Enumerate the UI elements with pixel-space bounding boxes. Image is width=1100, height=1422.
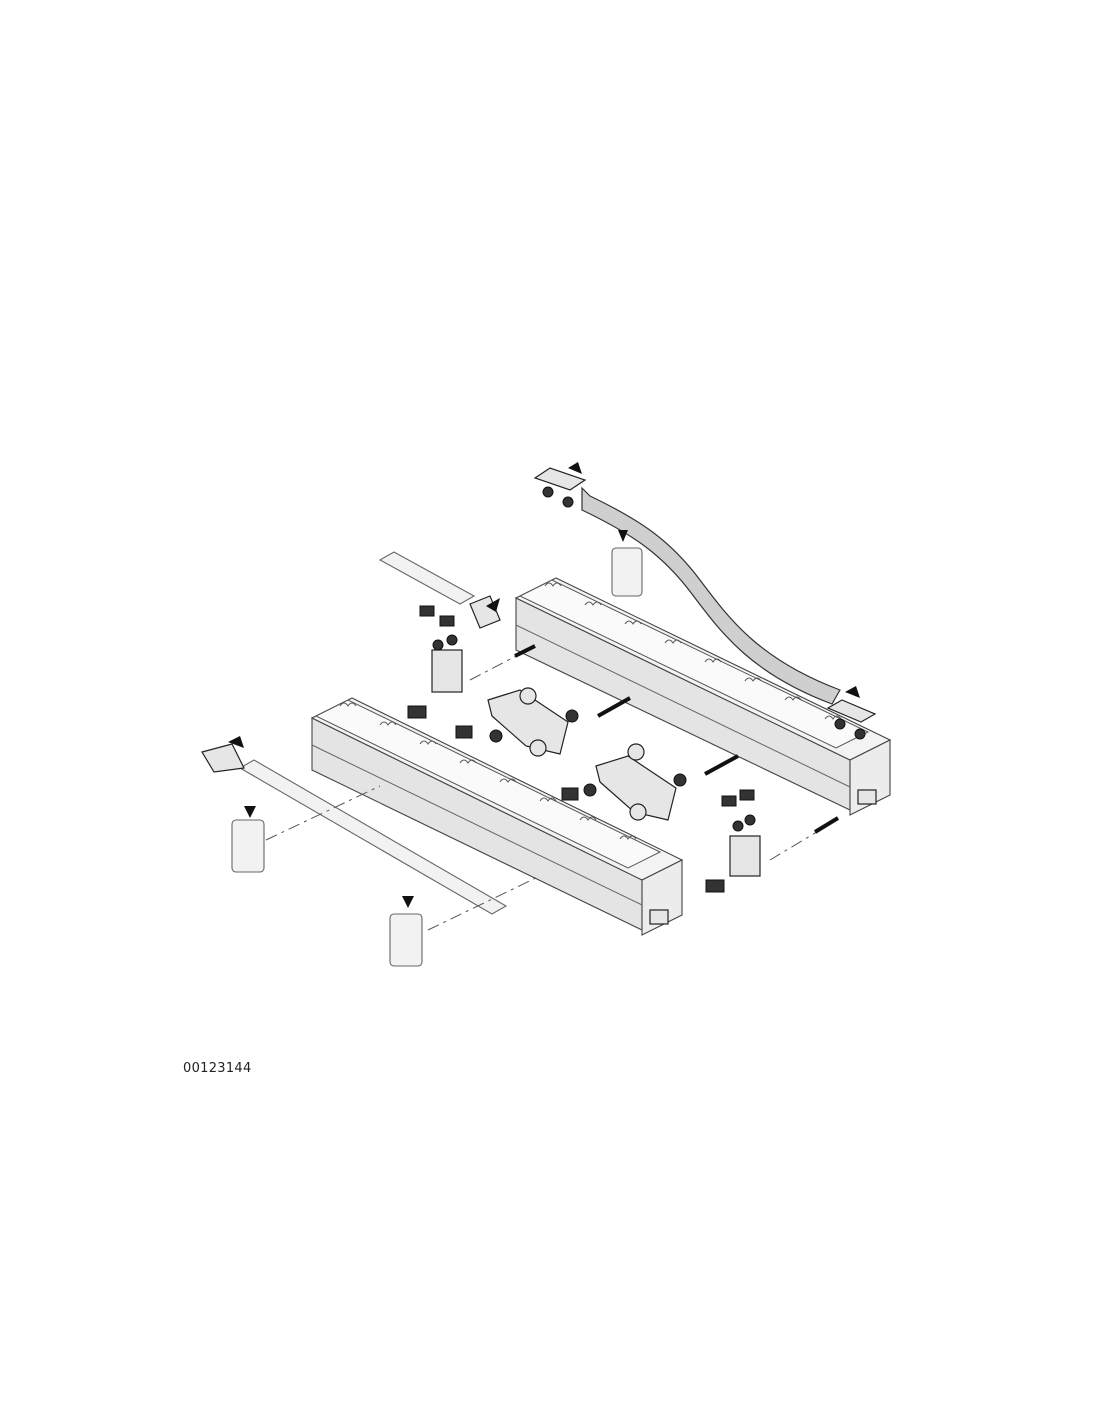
curved-guide-rail-body [581, 486, 841, 705]
connector-tnut-1 [455, 725, 473, 739]
conveyor-section-left [310, 697, 684, 936]
screw-top-1 [542, 486, 554, 498]
bracket-assembly-upper-left [407, 634, 536, 719]
end-cap-top [611, 547, 643, 597]
bracket-lower-right [729, 835, 761, 877]
end-cap-lower-1 [231, 819, 265, 873]
connector-tnut-2 [561, 787, 579, 801]
connector-screw-2b [673, 773, 687, 787]
bracket-assembly-lower-right [705, 789, 840, 893]
nut-lower-2 [739, 789, 755, 801]
rail-end-slot-right [857, 789, 877, 805]
dash-line-upper [469, 653, 521, 681]
conveyor-chain-right [518, 579, 870, 749]
light-guide-rail-upper [378, 551, 501, 629]
drawing-id: 00123144 [183, 1061, 252, 1076]
arrow-guide-clip-lower [228, 736, 244, 748]
screw-bracket-upper-2 [446, 634, 458, 646]
light-guide-upper-body [378, 551, 476, 605]
screw-right-2 [854, 728, 866, 740]
arrow-top-clamp [568, 462, 582, 474]
screw-bracket-lower-1 [732, 820, 744, 832]
chain-band-left [314, 699, 662, 869]
rail-groove-right [515, 624, 851, 788]
connector-plate-2-body [595, 755, 677, 821]
arrow-end-cap-lower-2 [402, 896, 414, 908]
conveyor-chain-left [314, 699, 662, 869]
bracket-upper-left [431, 649, 463, 693]
screw-bracket-lower-2 [744, 814, 756, 826]
arrow-right-clamp [845, 686, 860, 698]
connector-nut-1b [529, 739, 547, 757]
nut-lower-1 [721, 795, 737, 807]
arrow-bracket-lower [813, 816, 840, 834]
arrow-connector-1 [597, 696, 631, 718]
bolt-bracket-lower [705, 879, 725, 893]
guide-clamp-right [826, 686, 877, 740]
rail-end-slot-left [649, 909, 669, 925]
connector-screw-1b [565, 709, 579, 723]
connector-nut-2b [629, 803, 647, 821]
dash-line-lower [769, 829, 821, 861]
screw-top-2 [562, 496, 574, 508]
chain-links-right [544, 582, 842, 720]
screw-right-1 [834, 718, 846, 730]
guide-clamp-top [533, 462, 587, 508]
connector-screw-1a [489, 729, 503, 743]
arrow-end-cap-top [618, 530, 628, 542]
nut-upper-1 [419, 605, 435, 617]
curved-guide-rail [581, 486, 841, 705]
screw-bracket-upper-1 [432, 639, 444, 651]
chain-band-right [518, 579, 870, 749]
clamp-plate-top [533, 467, 587, 491]
arrow-connector-2 [704, 754, 739, 776]
connector-screw-2a [583, 783, 597, 797]
dash-line-end-cap-lower-2 [427, 875, 541, 931]
clamp-plate-right [826, 699, 877, 723]
rail-groove-left [311, 744, 643, 906]
connector-nut-1a [519, 687, 537, 705]
nut-upper-2 [439, 615, 455, 627]
light-guide-rail-lower [201, 736, 541, 931]
connector-plate-1-body [487, 689, 569, 755]
conveyor-section-right [514, 577, 892, 816]
arrow-bracket-upper [514, 644, 536, 658]
guide-clip-lower [201, 743, 245, 773]
arrow-end-cap-lower-1 [244, 806, 256, 818]
chain-links-left [339, 702, 637, 840]
connector-plate-2 [561, 743, 739, 821]
connector-plate-1 [455, 687, 631, 757]
arrow-guide-clip-upper [486, 598, 500, 612]
connector-nut-2a [627, 743, 645, 761]
end-cap-lower-2 [389, 913, 423, 967]
dash-line-end-cap-lower-1 [265, 785, 381, 841]
light-guide-lower-body [238, 759, 508, 915]
bolt-bracket-upper [407, 705, 427, 719]
